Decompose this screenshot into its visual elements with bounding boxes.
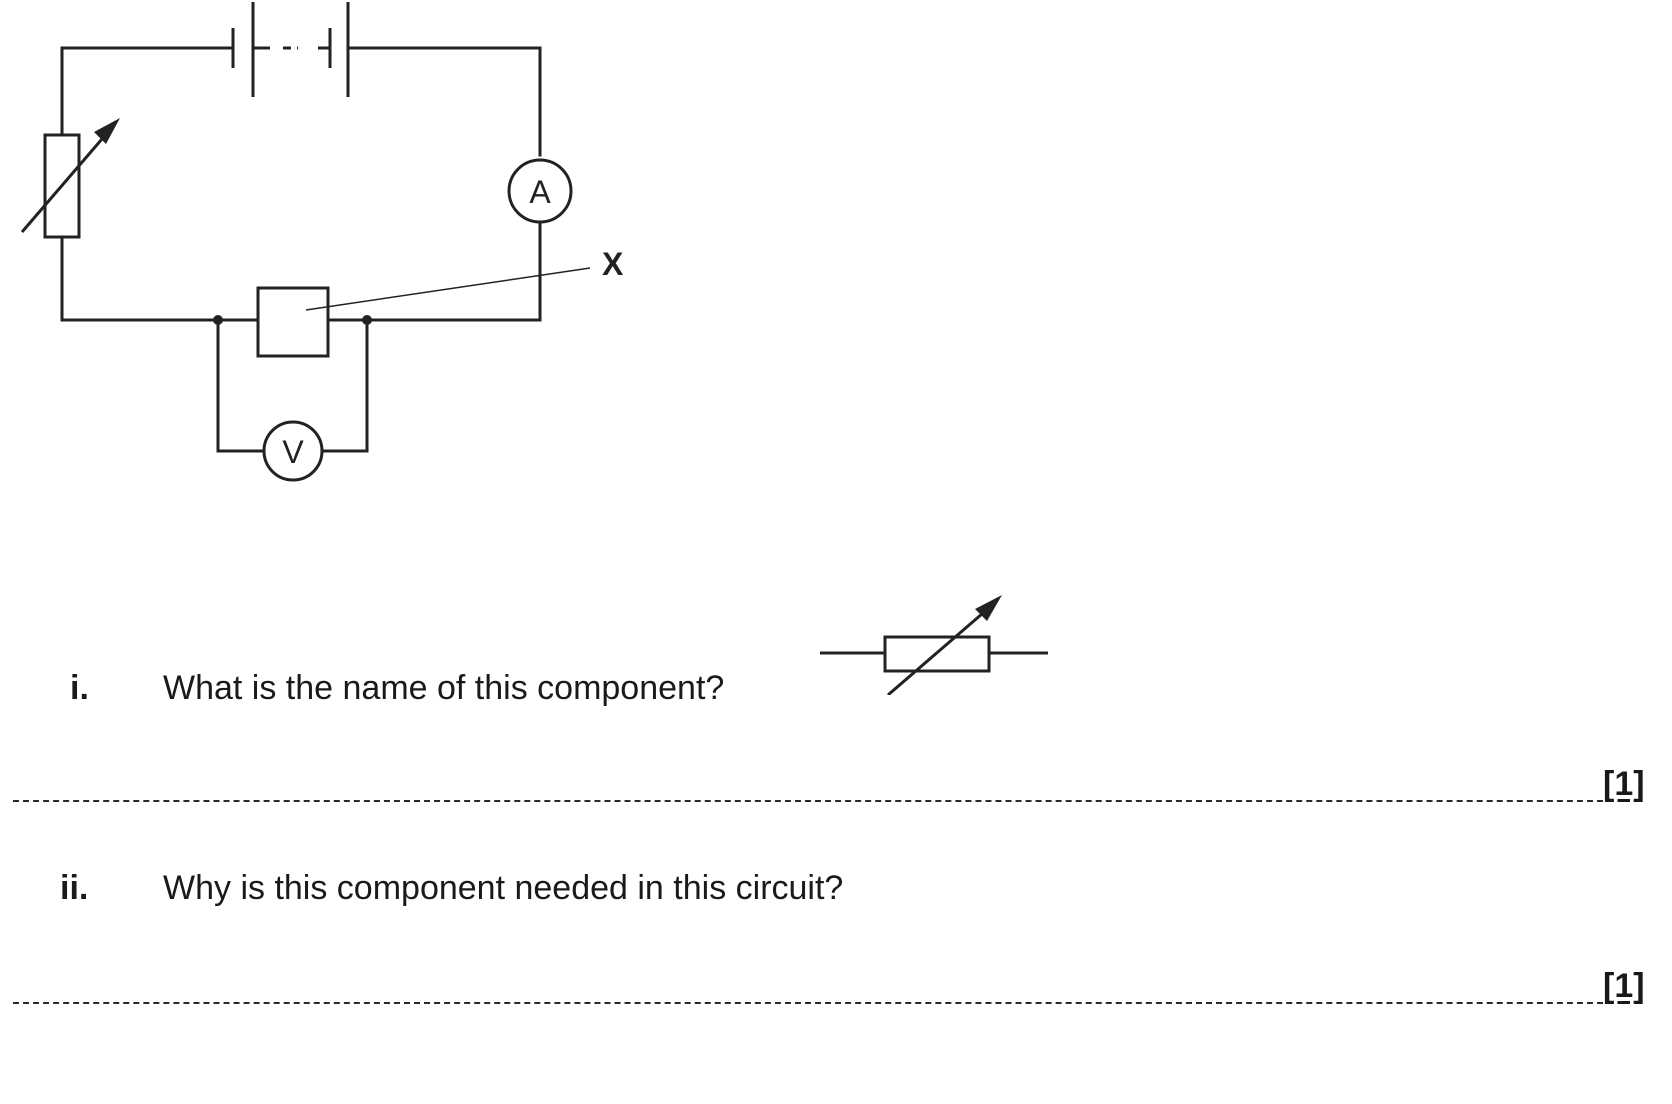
ammeter-icon: A — [507, 158, 573, 224]
marks-ii: [1] — [1603, 967, 1645, 1005]
marks-i: [1] — [1603, 765, 1645, 803]
component-x-box — [256, 286, 330, 358]
variable-resistor-symbol-icon — [820, 595, 1048, 695]
voltmeter-label: V — [282, 434, 304, 470]
wire-voltmeter-left — [216, 318, 266, 453]
junction-dot-right — [362, 315, 372, 325]
wire-top-right — [346, 46, 542, 157]
wire-voltmeter-right — [320, 318, 369, 453]
question-number-i: i. — [70, 669, 89, 707]
answer-line-ii[interactable] — [13, 1002, 1603, 1004]
question-text-i: What is the name of this component? — [163, 669, 725, 707]
answer-line-i[interactable] — [13, 800, 1603, 802]
question-number-ii: ii. — [60, 869, 89, 907]
circuit-diagram: A X V — [20, 2, 624, 482]
junction-dot-left — [213, 315, 223, 325]
variable-resistor-icon — [20, 118, 120, 239]
voltmeter-icon: V — [262, 420, 324, 482]
pointer-label-x: X — [602, 246, 624, 282]
wire-right-bottom — [365, 221, 542, 322]
battery-icon — [231, 2, 350, 97]
question-text-ii: Why is this component needed in this cir… — [163, 869, 844, 907]
ammeter-label: A — [529, 174, 551, 210]
wire-left-bottom — [60, 235, 260, 322]
pointer-line — [305, 267, 591, 311]
